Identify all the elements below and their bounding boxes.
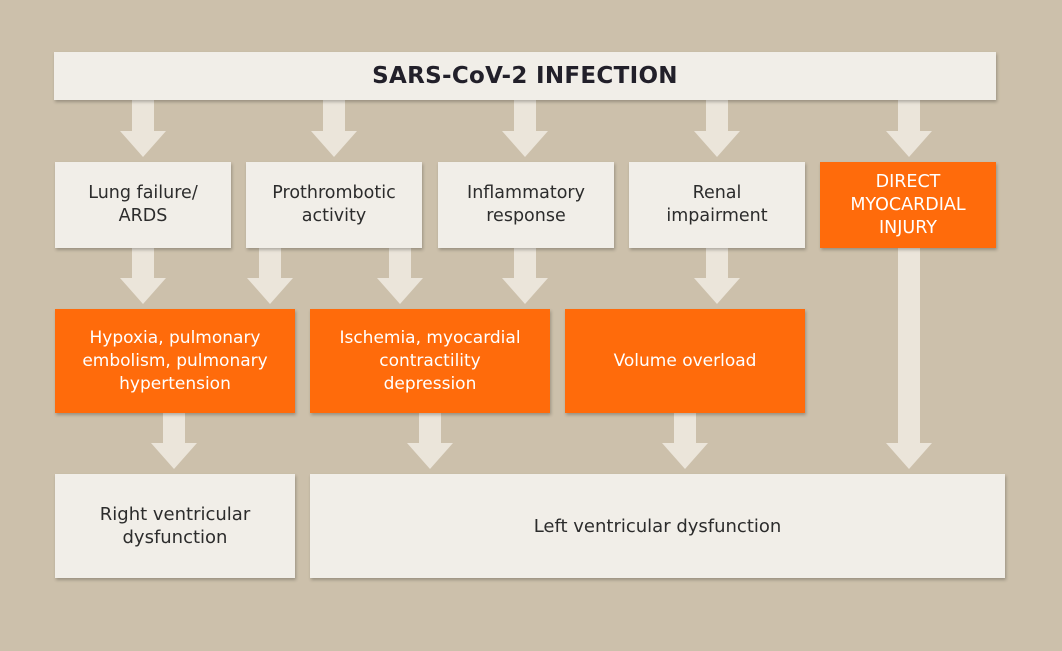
- box-ischemia: Ischemia, myocardial contractility depre…: [310, 309, 550, 413]
- box-label: Hypoxia, pulmonary embolism, pulmonary h…: [82, 327, 268, 394]
- box-label: Lung failure/ ARDS: [88, 183, 198, 226]
- flow-arrow-13: [662, 413, 708, 469]
- flow-arrow-5: [886, 100, 932, 157]
- flow-arrow-2: [311, 100, 357, 157]
- box-label: Inflammatory response: [467, 183, 585, 226]
- box-prothrombotic: Prothrombotic activity: [246, 162, 422, 248]
- box-label: DIRECT MYOCARDIAL INJURY: [850, 171, 966, 238]
- flow-arrow-11: [151, 413, 197, 469]
- flow-arrow-6: [120, 248, 166, 304]
- flow-arrow-8: [377, 248, 423, 304]
- flow-arrow-10: [694, 248, 740, 304]
- flow-arrow-3: [502, 100, 548, 157]
- flow-arrow-9: [502, 248, 548, 304]
- box-label: Right ventricular dysfunction: [99, 504, 251, 548]
- flow-arrow-1: [120, 100, 166, 157]
- flow-arrow-7: [247, 248, 293, 304]
- box-label: Ischemia, myocardial contractility depre…: [339, 327, 521, 394]
- title-box: SARS-CoV-2 INFECTION: [54, 52, 996, 100]
- box-renal: Renal impairment: [629, 162, 805, 248]
- box-left-ventricular-dysfunction: Left ventricular dysfunction: [310, 474, 1005, 578]
- box-inflammatory: Inflammatory response: [438, 162, 614, 248]
- box-hypoxia: Hypoxia, pulmonary embolism, pulmonary h…: [55, 309, 295, 413]
- flow-arrow-12: [407, 413, 453, 469]
- flow-arrow-14: [886, 248, 932, 469]
- box-label: Volume overload: [613, 350, 757, 371]
- box-direct-myocardial-injury: DIRECT MYOCARDIAL INJURY: [820, 162, 996, 248]
- box-lung-failure: Lung failure/ ARDS: [55, 162, 231, 248]
- box-label: Renal impairment: [666, 183, 768, 226]
- flow-arrow-4: [694, 100, 740, 157]
- box-label: Left ventricular dysfunction: [533, 515, 782, 537]
- box-volume-overload: Volume overload: [565, 309, 805, 413]
- box-right-ventricular-dysfunction: Right ventricular dysfunction: [55, 474, 295, 578]
- title: SARS-CoV-2 INFECTION: [372, 63, 678, 89]
- box-label: Prothrombotic activity: [272, 183, 396, 226]
